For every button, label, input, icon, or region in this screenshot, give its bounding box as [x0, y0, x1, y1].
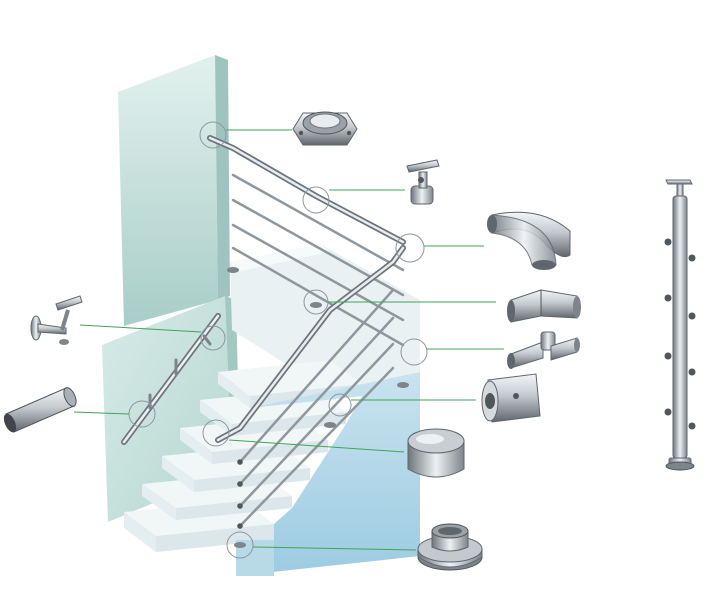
callout-circle-swivel-connector — [400, 338, 428, 366]
leader-line-end-cap — [228, 439, 405, 453]
leader-line-handrail-tube — [73, 411, 130, 415]
wall-handrail — [121, 313, 221, 445]
adjustable-elbow-icon — [507, 289, 581, 323]
callout-circle-elbow-90 — [395, 233, 425, 263]
leader-line-base-flange — [252, 546, 417, 551]
callout-circles — [128, 121, 428, 559]
baluster-post-icon — [664, 179, 696, 471]
wall-flange-icon — [292, 111, 358, 146]
callout-circle-end-cap — [202, 419, 230, 447]
cross-bar-holder-icon — [481, 373, 541, 423]
callout-circle-base-flange — [226, 531, 254, 559]
wall-upper — [118, 55, 230, 326]
wall-bracket-icon — [30, 295, 83, 345]
elbow-90-icon — [487, 211, 571, 270]
stair-side-blue — [236, 372, 420, 576]
handrail-tube-icon — [3, 387, 77, 433]
base-flange-icon — [417, 523, 483, 571]
callout-circle-wall-bracket — [200, 325, 226, 351]
callout-circle-handrail-support — [302, 186, 330, 214]
leader-lines — [73, 129, 504, 551]
stair-railing — [215, 245, 406, 548]
end-cap-icon — [407, 428, 465, 478]
leader-line-wall-bracket — [79, 324, 202, 333]
callout-circle-wall-flange — [199, 121, 227, 149]
swivel-connector-icon — [507, 331, 580, 369]
callout-circle-cross-bar-holder — [328, 393, 352, 417]
handrail-support-icon — [406, 159, 440, 205]
